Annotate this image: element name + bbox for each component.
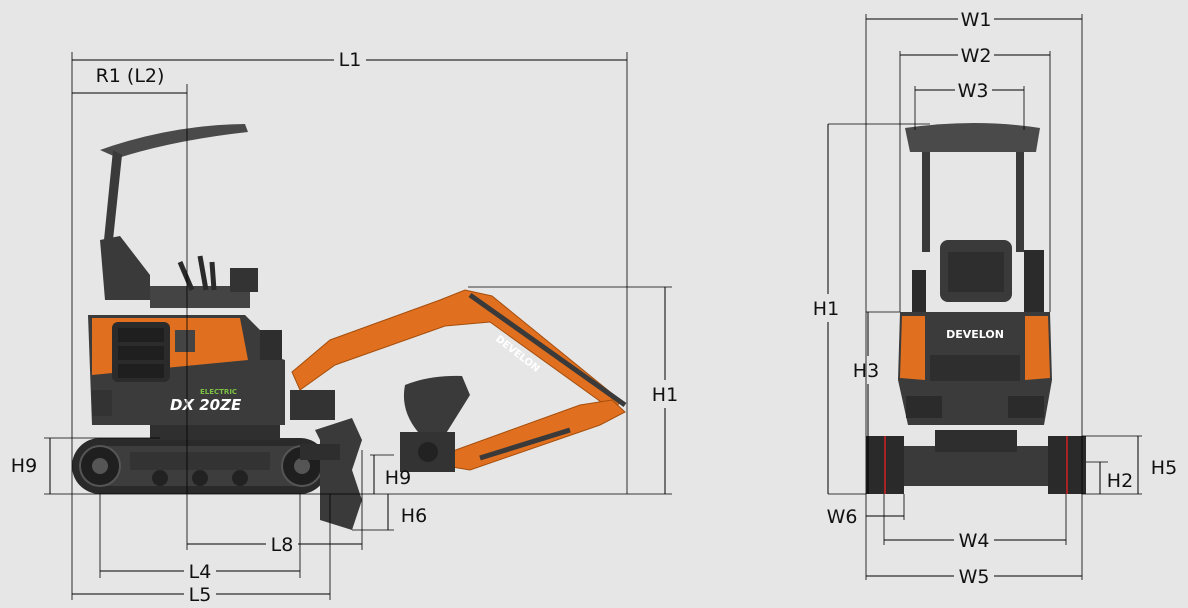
dim-label-W6: W6: [827, 506, 858, 528]
side-track: [72, 438, 328, 494]
dim-label-W4: W4: [959, 530, 990, 552]
dim-label-R1: R1 (L2): [96, 65, 165, 87]
dim-label-H5: H5: [1151, 457, 1177, 479]
dim-label-L1: L1: [339, 49, 362, 71]
dim-label-L8: L8: [271, 534, 294, 556]
dim-label-H9-blade: H9: [385, 467, 411, 489]
dim-label-H1-side: H1: [652, 384, 678, 406]
dim-label-H3: H3: [853, 360, 879, 382]
side-canopy: [100, 124, 248, 240]
side-swing-bearing: [150, 425, 280, 440]
side-upper-body: [88, 315, 285, 425]
dim-label-H1-front: H1: [813, 298, 839, 320]
dim-label-L5: L5: [189, 584, 212, 606]
side-bucket: [400, 375, 470, 472]
front-canopy: [905, 123, 1040, 252]
side-dozer-blade: [300, 418, 362, 530]
front-brand: DEVELON: [946, 328, 1004, 341]
dim-label-L4: L4: [189, 561, 212, 583]
front-dimensions: W1 W2 W3 H1 H3 H5 H2 W6 W4 W5: [813, 9, 1177, 588]
side-dimensions: L1 R1 (L2) H1 H9 H9 H6 L8 L4 L5: [11, 49, 678, 606]
dim-label-H2: H2: [1107, 470, 1133, 492]
dim-label-W3: W3: [958, 80, 989, 102]
front-seat: [912, 240, 1044, 312]
side-arm: [439, 399, 626, 471]
front-upper-body: [898, 312, 1052, 425]
front-view-excavator: DEVELON: [866, 123, 1086, 494]
dim-label-W1: W1: [961, 9, 992, 31]
front-tracks: [866, 430, 1086, 494]
dim-label-W2: W2: [961, 45, 992, 67]
side-operator-area: [100, 236, 258, 308]
dim-label-H6: H6: [401, 505, 427, 527]
side-view-excavator: ELECTRIC DX 20ZE DEVELON: [72, 124, 627, 530]
dim-label-W5: W5: [959, 566, 990, 588]
dim-label-H9-left: H9: [11, 455, 37, 477]
model-label: DX 20ZE: [170, 396, 242, 414]
electric-label: ELECTRIC: [200, 388, 237, 396]
